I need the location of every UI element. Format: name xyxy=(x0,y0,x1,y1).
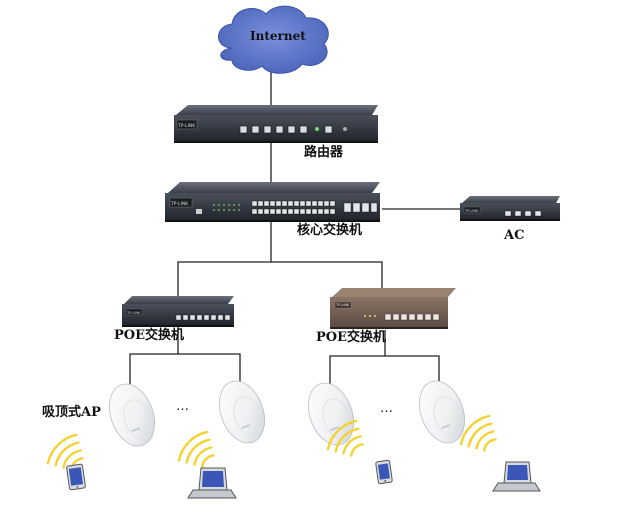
ap-ellipsis-left: … xyxy=(176,399,190,414)
internet-label: Internet xyxy=(250,29,306,43)
core-switch-icon xyxy=(165,182,380,222)
ceiling-ap-4-icon xyxy=(419,380,465,444)
poe-right-logo: TP-LINK xyxy=(335,303,350,307)
router-label: 路由器 xyxy=(304,145,344,160)
tablet-2-icon xyxy=(375,459,393,485)
poe-switch-left-icon xyxy=(122,296,234,327)
wifi-signal-3-icon xyxy=(326,419,364,457)
ceiling-ap-2-icon xyxy=(219,380,265,444)
link-poe-right-aps xyxy=(329,355,440,385)
ceiling-ap-3-icon xyxy=(308,382,354,446)
wifi-signal-2-icon xyxy=(177,430,215,468)
poe-switch-right-label: POE交换机 xyxy=(316,330,387,345)
poe-switch-left-label: POE交换机 xyxy=(114,328,185,343)
laptop-2-icon xyxy=(492,461,541,492)
cloud-icon xyxy=(218,5,329,74)
ap-ellipsis-right: … xyxy=(380,401,394,416)
core-switch-label: 核心交换机 xyxy=(297,223,363,238)
connection-lines xyxy=(129,70,462,385)
poe-switch-right-icon xyxy=(330,288,456,329)
link-distribution-bus xyxy=(177,261,383,296)
ceiling-ap-1-icon xyxy=(109,383,155,447)
ac-label: AC xyxy=(504,228,525,243)
ceiling-ap-label: 吸顶式AP xyxy=(42,405,101,420)
router-logo: TP-LINK xyxy=(177,123,196,129)
wifi-signal-4-icon xyxy=(459,414,497,452)
tablet-1-icon xyxy=(66,463,86,491)
link-poe-left-aps xyxy=(129,353,241,385)
router-icon xyxy=(174,105,378,143)
core-switch-logo: TP-LINK xyxy=(170,201,189,207)
ac-controller-icon xyxy=(460,196,560,221)
poe-left-logo: TP-LINK xyxy=(126,311,141,315)
ac-logo: TP-LINK xyxy=(464,209,479,213)
laptop-1-icon xyxy=(187,467,237,499)
